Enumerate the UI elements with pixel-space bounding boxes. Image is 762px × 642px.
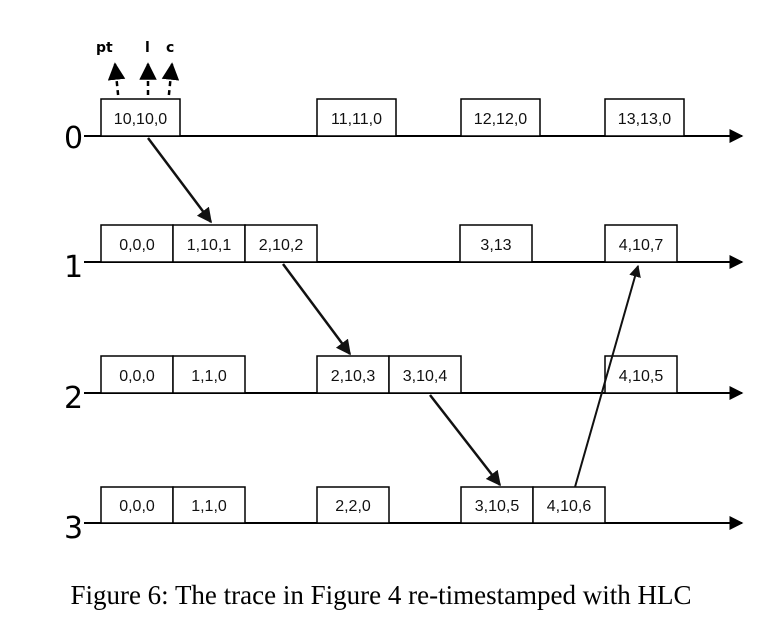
event-timestamp: 2,2,0 xyxy=(335,498,371,515)
event-timestamp: 4,10,7 xyxy=(619,237,664,254)
legend-pt-label: pt xyxy=(96,40,113,56)
event-box xyxy=(604,98,685,137)
event-timestamp: 0,0,0 xyxy=(119,368,155,385)
event-box xyxy=(316,486,390,524)
message-arrow-3-to-1 xyxy=(574,264,641,488)
legend-c-arrow-icon xyxy=(161,62,180,105)
event-box xyxy=(604,355,678,394)
event-timestamp: 0,0,0 xyxy=(119,237,155,254)
event-box xyxy=(532,486,606,524)
event-box xyxy=(172,486,246,524)
event-timestamp: 3,10,4 xyxy=(403,368,448,385)
legend: pt l c xyxy=(96,40,180,105)
event-timestamp: 1,10,1 xyxy=(187,237,232,254)
lane-0: 0 10,10,0 11,11,0 12,12,0 13,13,0 xyxy=(64,98,744,156)
message-arrows xyxy=(147,137,641,488)
lane-label: 3 xyxy=(64,511,83,546)
event-timestamp: 12,12,0 xyxy=(474,111,527,128)
event-box xyxy=(172,224,246,263)
event-box xyxy=(459,224,533,263)
lane-3: 3 0,0,0 1,1,0 2,2,0 3,10,5 4,10,6 xyxy=(64,486,744,546)
event-timestamp: 0,0,0 xyxy=(119,498,155,515)
figure-caption: Figure 6: The trace in Figure 4 re-times… xyxy=(70,580,692,610)
legend-l-label: l xyxy=(145,40,150,56)
lane-1: 1 0,0,0 1,10,1 2,10,2 3,13 4,10,7 xyxy=(64,224,744,285)
event-timestamp: 13,13,0 xyxy=(618,111,671,128)
event-box xyxy=(316,355,390,394)
event-box xyxy=(100,98,181,137)
event-box xyxy=(172,355,246,394)
message-arrow-2-to-3 xyxy=(429,394,501,487)
message-arrow-0-to-1 xyxy=(147,137,212,224)
event-timestamp: 4,10,6 xyxy=(547,498,592,515)
legend-pt-arrow-icon xyxy=(107,62,126,105)
event-box xyxy=(460,486,534,524)
lane-label: 1 xyxy=(64,250,83,285)
event-timestamp: 2,10,3 xyxy=(331,368,376,385)
event-timestamp: 2,10,2 xyxy=(259,237,304,254)
event-box xyxy=(100,486,174,524)
lane-2: 2 0,0,0 1,1,0 2,10,3 3,10,4 4,10,5 xyxy=(64,355,744,416)
event-timestamp: 3,13 xyxy=(480,237,511,254)
event-box xyxy=(604,224,678,263)
event-box xyxy=(316,98,397,137)
event-box xyxy=(460,98,541,137)
legend-c-label: c xyxy=(166,40,174,56)
event-box xyxy=(244,224,318,263)
event-timestamp: 10,10,0 xyxy=(114,111,167,128)
event-timestamp: 4,10,5 xyxy=(619,368,664,385)
event-timestamp: 1,1,0 xyxy=(191,498,227,515)
lane-label: 0 xyxy=(64,121,83,156)
event-timestamp: 11,11,0 xyxy=(331,111,382,128)
event-timestamp: 1,1,0 xyxy=(191,368,227,385)
event-box xyxy=(388,355,462,394)
lane-label: 2 xyxy=(64,381,83,416)
event-timestamp: 3,10,5 xyxy=(475,498,520,515)
message-arrow-1-to-2 xyxy=(281,263,352,356)
